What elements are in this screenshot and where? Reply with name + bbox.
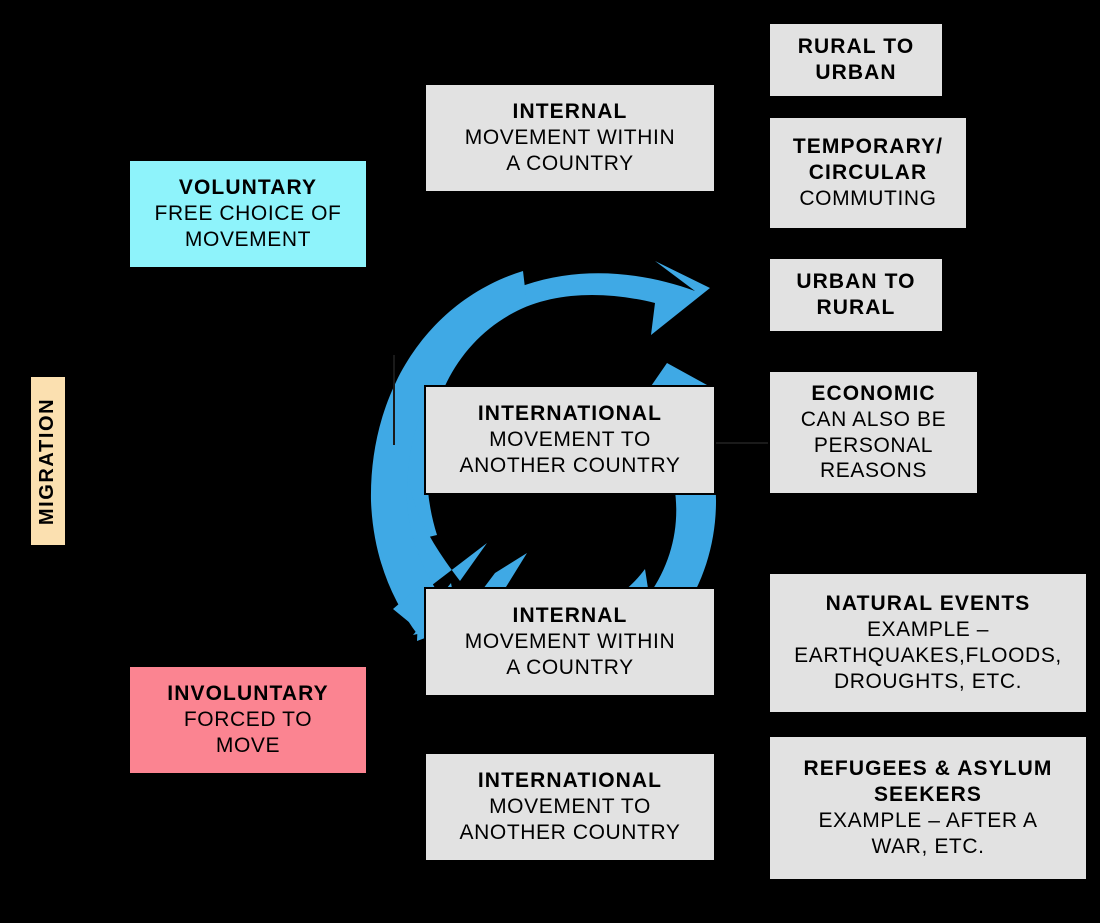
- example-urban-to-rural-heading2: RURAL: [816, 296, 896, 319]
- example-rural-to-urban-heading: RURAL TO: [797, 35, 915, 59]
- example-temporary-circular-heading: TEMPORARY/: [792, 135, 944, 159]
- category-voluntary-line2: MOVEMENT: [184, 227, 312, 251]
- type-voluntary-internal[interactable]: INTERNAL MOVEMENT WITHIN A COUNTRY: [424, 83, 716, 193]
- example-economic-line2: PERSONAL: [813, 433, 934, 457]
- cycle-arrow-left-body: [370, 271, 527, 501]
- type-involuntary-international-heading: INTERNATIONAL: [477, 769, 663, 793]
- example-refugees-asylum-seekers[interactable]: REFUGEES & ASYLUM SEEKERS EXAMPLE – AFTE…: [768, 735, 1088, 881]
- category-involuntary-heading: INVOLUNTARY: [167, 682, 329, 706]
- category-involuntary[interactable]: INVOLUNTARY FORCED TO MOVE: [128, 665, 368, 775]
- example-refugees-heading: REFUGEES & ASYLUM: [803, 757, 1053, 781]
- example-economic[interactable]: ECONOMIC CAN ALSO BE PERSONAL REASONS: [768, 370, 979, 495]
- type-voluntary-international-line1: MOVEMENT TO: [489, 428, 651, 452]
- example-urban-to-rural-heading: URBAN TO: [796, 270, 916, 294]
- example-temporary-circular-line1: COMMUTING: [799, 186, 937, 210]
- root-label-migration: MIGRATION: [30, 376, 66, 546]
- type-involuntary-internal[interactable]: INTERNAL MOVEMENT WITHIN A COUNTRY: [424, 587, 716, 697]
- example-economic-heading: ECONOMIC: [811, 381, 936, 405]
- type-involuntary-international-line2: ANOTHER COUNTRY: [459, 820, 681, 844]
- example-economic-line3: REASONS: [820, 459, 927, 483]
- type-involuntary-international[interactable]: INTERNATIONAL MOVEMENT TO ANOTHER COUNTR…: [424, 752, 716, 862]
- type-voluntary-international-heading: INTERNATIONAL: [477, 402, 663, 426]
- type-voluntary-internal-line1: MOVEMENT WITHIN: [464, 126, 676, 150]
- category-voluntary[interactable]: VOLUNTARY FREE CHOICE OF MOVEMENT: [128, 159, 368, 269]
- example-natural-events-heading: NATURAL EVENTS: [825, 592, 1031, 616]
- example-refugees-line1: EXAMPLE – AFTER A: [818, 809, 1038, 832]
- example-urban-to-rural[interactable]: URBAN TO RURAL: [768, 257, 944, 333]
- type-voluntary-internal-line2: A COUNTRY: [506, 151, 634, 175]
- type-involuntary-internal-line2: A COUNTRY: [506, 655, 634, 679]
- example-rural-to-urban-heading2: URBAN: [815, 61, 897, 84]
- type-involuntary-international-line1: MOVEMENT TO: [489, 795, 651, 819]
- connector-left-vertical: [393, 355, 395, 445]
- example-temporary-circular[interactable]: TEMPORARY/ CIRCULAR COMMUTING: [768, 116, 968, 230]
- example-temporary-circular-heading2: CIRCULAR: [808, 161, 928, 185]
- example-natural-events-line2: EARTHQUAKES,FLOODS,: [794, 644, 1062, 667]
- example-natural-events-line1: EXAMPLE –: [866, 618, 990, 642]
- example-rural-to-urban[interactable]: RURAL TO URBAN: [768, 22, 944, 98]
- example-refugees-heading2: SEEKERS: [873, 783, 983, 807]
- example-natural-events-line3: DROUGHTS, ETC.: [833, 669, 1023, 693]
- connector-right-horizontal: [716, 442, 772, 444]
- type-voluntary-international-line2: ANOTHER COUNTRY: [459, 453, 681, 477]
- example-natural-events[interactable]: NATURAL EVENTS EXAMPLE – EARTHQUAKES,FLO…: [768, 572, 1088, 714]
- category-involuntary-line2: MOVE: [215, 733, 281, 757]
- category-voluntary-line1: FREE CHOICE OF: [154, 202, 342, 226]
- type-involuntary-internal-line1: MOVEMENT WITHIN: [464, 630, 676, 654]
- root-label-text: MIGRATION: [36, 397, 59, 525]
- example-refugees-line2: WAR, ETC.: [871, 834, 985, 858]
- type-voluntary-internal-heading: INTERNAL: [512, 100, 628, 124]
- type-involuntary-internal-heading: INTERNAL: [512, 604, 628, 628]
- type-voluntary-international[interactable]: INTERNATIONAL MOVEMENT TO ANOTHER COUNTR…: [424, 385, 716, 495]
- example-economic-line1: CAN ALSO BE: [800, 407, 947, 431]
- category-involuntary-line1: FORCED TO: [183, 708, 313, 732]
- category-voluntary-heading: VOLUNTARY: [178, 176, 318, 200]
